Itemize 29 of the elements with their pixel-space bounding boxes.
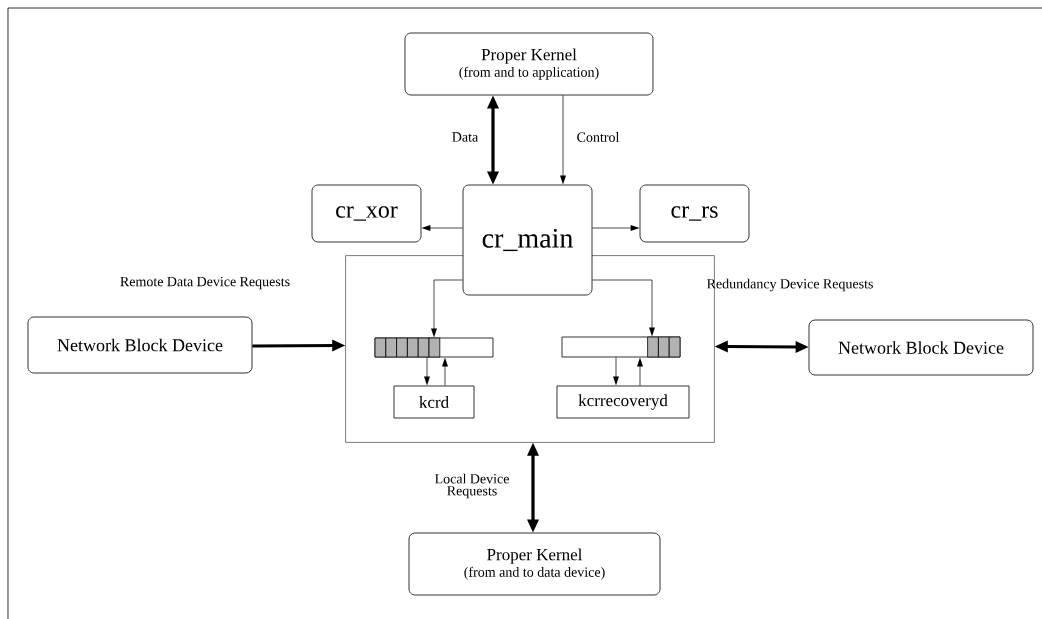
request-queue xyxy=(561,336,681,358)
thread-box: kcrd xyxy=(393,385,475,419)
arrow xyxy=(637,357,643,386)
arrow xyxy=(714,340,809,353)
request-queue xyxy=(374,337,494,358)
device-box: Network Block Device xyxy=(27,316,253,374)
arrow xyxy=(442,357,448,386)
arrow xyxy=(560,95,566,185)
arrow xyxy=(592,279,655,337)
arrow xyxy=(252,339,346,352)
kernel-box: Proper Kernel (from and to data device) xyxy=(408,532,661,596)
arrow xyxy=(487,95,499,185)
edge-label: Data xyxy=(452,132,479,142)
edge-label: Remote Data Device Requests xyxy=(120,276,290,290)
module-box: cr_main xyxy=(462,184,593,296)
arrow xyxy=(527,442,539,533)
arrow xyxy=(431,279,463,338)
edge-label: Local Device Requests xyxy=(435,473,509,499)
edge-label: Control xyxy=(577,132,620,142)
kernel-box: Proper Kernel (from and to application) xyxy=(404,32,654,96)
arrow xyxy=(421,225,463,231)
module-box: cr_rs xyxy=(639,184,750,243)
arrow xyxy=(613,357,619,386)
thread-box: kcrrecoveryd xyxy=(556,385,690,419)
arrow xyxy=(592,225,640,231)
arrow xyxy=(424,357,430,386)
device-box: Network Block Device xyxy=(808,319,1034,376)
edge-label: Redundancy Device Requests xyxy=(707,278,873,292)
module-box: cr_xor xyxy=(311,184,422,243)
